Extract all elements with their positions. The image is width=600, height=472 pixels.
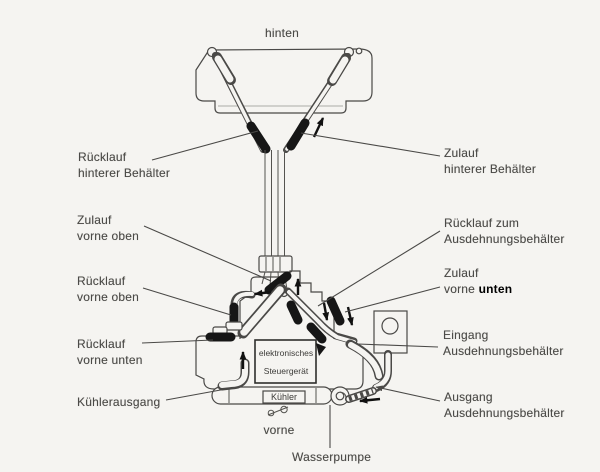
label-line: elektronisches bbox=[258, 348, 314, 359]
label-line: Rücklauf bbox=[77, 274, 126, 288]
label-zulauf-vorne-oben: Zulauf vorne oben bbox=[77, 212, 139, 244]
dashed-hose-hatching bbox=[348, 388, 374, 402]
label-ausgang-ausdehnungsbehaelter: Ausgang Ausdehnungsbehälter bbox=[444, 389, 565, 421]
label-wasserpumpe: Wasserpumpe bbox=[292, 449, 371, 465]
label-line: Ausgang bbox=[444, 390, 493, 404]
leader-lines bbox=[141, 130, 441, 448]
hose-clamp bbox=[326, 296, 345, 326]
hose-zulauf-vorne-unten bbox=[284, 287, 358, 345]
label-line: Zulauf bbox=[444, 146, 479, 160]
label-line: hinterer Behälter bbox=[444, 162, 537, 176]
hose-clamp bbox=[264, 271, 292, 295]
kuehlerausgang-elbow bbox=[217, 358, 250, 391]
flow-arrows bbox=[239, 117, 381, 404]
engine-head-outline bbox=[239, 270, 335, 339]
label-word-bold: unten bbox=[478, 282, 513, 296]
label-line: Rücklauf bbox=[78, 150, 127, 164]
label-line: Ausdehnungsbehälter bbox=[444, 232, 565, 246]
kuehler-label: Kühler bbox=[263, 391, 305, 403]
hose-clamp bbox=[246, 121, 271, 154]
steuergeraet-box bbox=[254, 339, 317, 384]
hose-into-engine-left bbox=[237, 283, 287, 339]
radiator bbox=[211, 386, 333, 405]
label-line: Rücklauf bbox=[77, 337, 126, 351]
water-pump-icon bbox=[330, 386, 350, 406]
orientation-label-hinten: hinten bbox=[265, 26, 299, 40]
hose-zulauf-hinterer-behaelter bbox=[283, 53, 351, 153]
label-line: Eingang bbox=[443, 328, 489, 342]
hose-clamp bbox=[286, 118, 310, 151]
label-line: Zulauf bbox=[77, 213, 112, 227]
label-zulauf-vorne-unten: Zulauf vorne unten bbox=[444, 265, 512, 297]
hose-ruecklauf-hinterer-behaelter bbox=[212, 52, 271, 154]
label-line: Ausdehnungsbehälter bbox=[444, 406, 565, 420]
flow-arrow-down-outer bbox=[346, 306, 354, 326]
label-line: Kühlerausgang bbox=[77, 395, 161, 409]
label-line: Wasserpumpe bbox=[292, 450, 372, 464]
label-ruecklauf-vorne-unten: Rücklauf vorne unten bbox=[77, 336, 143, 368]
label-line: vorne oben bbox=[77, 290, 140, 304]
label-line: Ausdehnungsbehälter bbox=[443, 344, 564, 358]
label-line: vorne unten bbox=[77, 353, 143, 367]
orientation-label-vorne: vorne bbox=[263, 423, 295, 437]
label-eingang-ausdehnungsbehaelter: Eingang Ausdehnungsbehälter bbox=[443, 327, 564, 359]
label-line: vorne unten bbox=[444, 281, 512, 297]
flow-arrow-to-pump bbox=[359, 396, 381, 404]
fitting-ruecklauf-vorne-oben bbox=[225, 290, 256, 331]
connector-wedge bbox=[316, 343, 326, 356]
label-zulauf-hinterer-behaelter: Zulauf hinterer Behälter bbox=[444, 145, 536, 177]
twin-vertical-pipes bbox=[258, 150, 293, 290]
label-line: Steuergerät bbox=[263, 365, 309, 376]
expansion-tank bbox=[373, 310, 408, 354]
flow-arrow-up-to-tank bbox=[312, 117, 325, 138]
label-line: hinterer Behälter bbox=[78, 166, 171, 180]
label-kuehlerausgang: Kühlerausgang bbox=[77, 394, 160, 410]
flow-arrow-left-junction bbox=[254, 289, 272, 297]
steuergeraet-label: elektronisches Steuergerät bbox=[256, 341, 316, 383]
pipe-coupler-block bbox=[258, 255, 293, 273]
fitting-ruecklauf-vorne-unten bbox=[205, 326, 236, 342]
label-ruecklauf-zum-ausdehnungsbehaelter: Rücklauf zum Ausdehnungsbehälter bbox=[444, 215, 565, 247]
flow-arrow-down-right-hose bbox=[322, 302, 330, 321]
hose-clamp bbox=[286, 300, 303, 325]
label-ruecklauf-vorne-oben: Rücklauf vorne oben bbox=[77, 273, 139, 305]
hose-clamp bbox=[306, 322, 327, 344]
fan-icon bbox=[267, 405, 289, 417]
kuehler-label-box bbox=[262, 390, 306, 404]
label-ruecklauf-hinterer-behaelter: Rücklauf hinterer Behälter bbox=[78, 149, 170, 181]
label-line: Rücklauf zum bbox=[444, 216, 520, 230]
label-line: Kühler bbox=[270, 392, 297, 402]
hose-engine-to-expansion bbox=[345, 339, 384, 381]
label-line: vorne oben bbox=[77, 229, 140, 243]
label-line: Zulauf bbox=[444, 266, 479, 280]
label-word: vorne bbox=[444, 282, 476, 296]
